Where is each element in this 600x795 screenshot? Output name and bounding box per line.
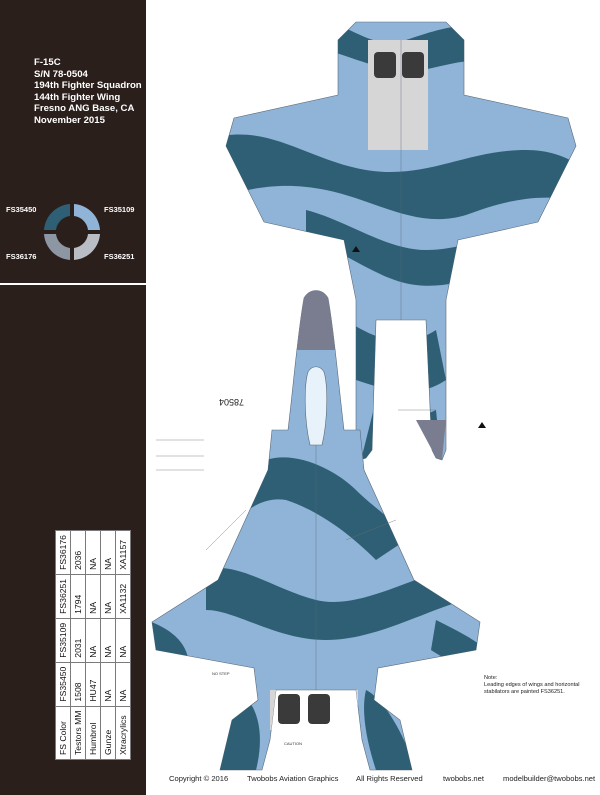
note-block: Note: Leading edges of wings and horizon…: [484, 675, 596, 696]
color-swatch-roundel: [44, 204, 100, 260]
table-cell: NA: [100, 574, 116, 619]
table-cell: 2036: [70, 530, 86, 575]
no-step-marking: NO STEP: [212, 671, 230, 676]
aircraft-type: F-15C: [34, 57, 61, 68]
bottom-view-aircraft: [225, 21, 577, 461]
table-cell: NA: [100, 662, 116, 707]
table-cell: FS35109: [55, 618, 71, 663]
header-xtracrylics: Xtracrylics: [115, 706, 131, 760]
table-cell: NA: [100, 530, 116, 575]
swatch-fs36251: [74, 234, 100, 260]
table-cell: NA: [115, 662, 131, 707]
date: November 2015: [34, 114, 105, 126]
table-cell: NA: [100, 618, 116, 663]
header-testors: Testors MM: [70, 706, 86, 760]
table-row: Testors MM 1508 2031 1794 2036: [70, 530, 86, 760]
aircraft-info: F-15C S/N 78-0504 194th Fighter Squadron…: [34, 57, 142, 127]
swatch-label-fs35450: FS35450: [6, 205, 37, 214]
header-fs-color: FS Color: [55, 706, 71, 760]
table-cell: NA: [115, 618, 131, 663]
table-row: Humbrol HU47 NA NA NA: [85, 530, 101, 760]
top-nose-gray: [286, 290, 346, 350]
table-row: Xtracrylics NA NA XA1132 XA1157: [115, 530, 131, 760]
table-cell: FS36176: [55, 530, 71, 575]
top-exhaust-left: [278, 694, 300, 724]
table-cell: 1508: [70, 662, 86, 707]
table-cell: XA1157: [115, 530, 131, 575]
header-gunze: Gunze: [100, 706, 116, 760]
squadron: 194th Fighter Squadron: [34, 80, 142, 92]
bottom-exhaust-left: [374, 52, 396, 78]
bottom-exhaust-right: [402, 52, 424, 78]
table-cell: NA: [85, 574, 101, 619]
table-cell: 1794: [70, 574, 86, 619]
swatch-label-fs35109: FS35109: [104, 205, 135, 214]
callout-lines: [156, 409, 436, 551]
top-exhaust-right: [308, 694, 330, 724]
aircraft-serial: S/N 78-0504: [34, 68, 88, 80]
swatch-fs36176: [44, 234, 70, 260]
table-cell: XA1132: [115, 574, 131, 619]
serial-marking: 78504: [219, 397, 244, 407]
aircraft-illustrations: 78504 NO STEP CAUTION: [151, 21, 577, 771]
top-camo-band-4: [216, 690, 260, 770]
paint-reference-table: FS Color FS35450 FS35109 FS36251 FS36176…: [55, 530, 131, 760]
paint-table-wrapper: FS Color FS35450 FS35109 FS36251 FS36176…: [55, 530, 131, 760]
footer-email[interactable]: modelbuilder@twobobs.net: [503, 774, 596, 783]
footer-rights: All Rights Reserved: [356, 774, 423, 783]
bottom-nose-cone: [416, 420, 446, 460]
wing: 144th Fighter Wing: [34, 91, 121, 103]
table-cell: NA: [85, 618, 101, 663]
table-cell: FS36251: [55, 574, 71, 619]
swatch-fs35450: [44, 204, 70, 230]
table-cell: FS35450: [55, 662, 71, 707]
table-cell: 2031: [70, 618, 86, 663]
marker-icon: [352, 246, 360, 252]
table-cell: NA: [85, 530, 101, 575]
footer-company: Twobobs Aviation Graphics: [247, 774, 339, 783]
header-humbrol: Humbrol: [85, 706, 101, 760]
top-camo-band-2: [206, 567, 466, 640]
sidebar-divider: [0, 283, 146, 285]
swatch-label-fs36176: FS36176: [6, 252, 37, 261]
footer-website[interactable]: twobobs.net: [443, 774, 484, 783]
base: Fresno ANG Base, CA: [34, 103, 135, 115]
caution-marking: CAUTION: [284, 741, 302, 746]
sidebar: F-15C S/N 78-0504 194th Fighter Squadron…: [0, 0, 146, 795]
table-row: FS Color FS35450 FS35109 FS36251 FS36176: [55, 530, 71, 760]
swatch-fs35109: [74, 204, 100, 230]
top-camo-band-5: [364, 690, 416, 770]
swatch-label-fs36251: FS36251: [104, 252, 135, 261]
table-row: Gunze NA NA NA NA: [100, 530, 116, 760]
marker-icon: [478, 422, 486, 428]
note-text: Leading edges of wings and horizontal st…: [484, 682, 580, 695]
note-heading: Note:: [484, 675, 498, 681]
footer-copyright: Copyright © 2016: [169, 774, 229, 783]
canopy-icon: [304, 366, 328, 446]
table-cell: HU47: [85, 662, 101, 707]
